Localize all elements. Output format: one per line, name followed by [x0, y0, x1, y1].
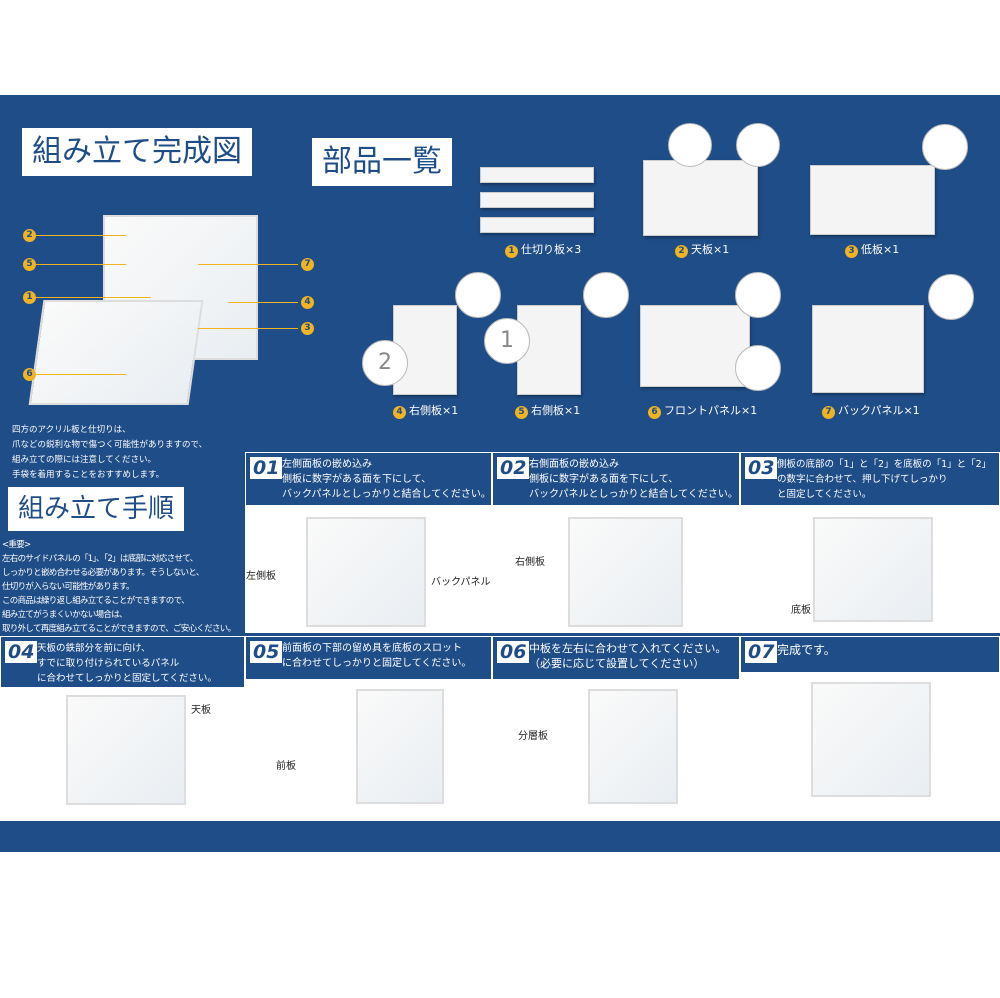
completed-title: 組み立て完成図	[22, 128, 252, 176]
callout-1: 1	[23, 291, 36, 304]
digit-1-closeup: 1	[484, 318, 530, 364]
callout-4: 4	[301, 296, 314, 309]
callout-3: 3	[301, 322, 314, 335]
important-text: <重要> 左右のサイドパネルの「1」、「2」は底部に対応させて、 しっかりと嵌め…	[2, 540, 236, 634]
digit-2-closeup: 2	[362, 340, 408, 386]
callout-5: 5	[23, 258, 36, 271]
callout-7: 7	[301, 258, 314, 271]
callout-6: 6	[23, 368, 36, 381]
parts-title: 部品一覧	[312, 138, 452, 186]
steps-title: 組み立て手順	[8, 487, 185, 531]
caution-text: 四方のアクリル板と仕切りは、 爪などの鋭利な物で傷つく可能性がありますので、 組…	[12, 425, 208, 480]
completed-diagram: 2 5 1 6 7 4 3	[18, 200, 318, 415]
callout-2: 2	[23, 229, 36, 242]
